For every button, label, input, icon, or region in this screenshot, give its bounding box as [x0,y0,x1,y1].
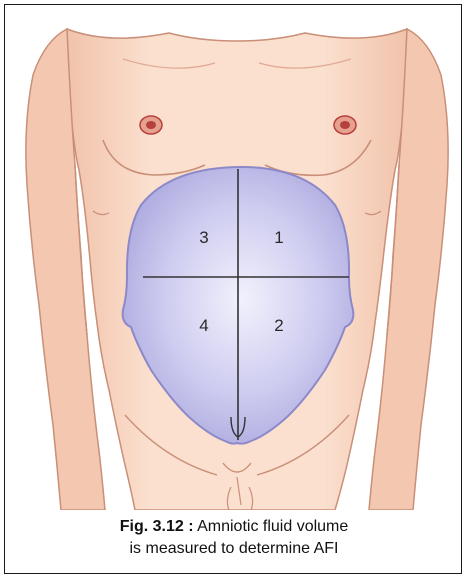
figure-frame: 3 1 4 2 Fig. 3.12 : Amniotic fluid volum… [4,4,462,574]
caption-line-1: Fig. 3.12 : Amniotic fluid volume [5,516,463,538]
quadrant-4-label: 4 [199,316,208,335]
caption-line-2: is measured to determine AFI [5,538,463,560]
quadrant-1-label: 1 [274,228,283,247]
quadrant-3-label: 3 [199,228,208,247]
caption-text-1: Amniotic fluid volume [197,518,348,535]
figure-caption: Fig. 3.12 : Amniotic fluid volume is mea… [5,516,463,560]
right-nipple [334,116,356,134]
quadrant-2-label: 2 [274,316,283,335]
caption-figure-label: Fig. 3.12 : [120,518,194,535]
left-nipple [140,116,162,134]
abdomen-illustration: 3 1 4 2 [5,5,463,510]
